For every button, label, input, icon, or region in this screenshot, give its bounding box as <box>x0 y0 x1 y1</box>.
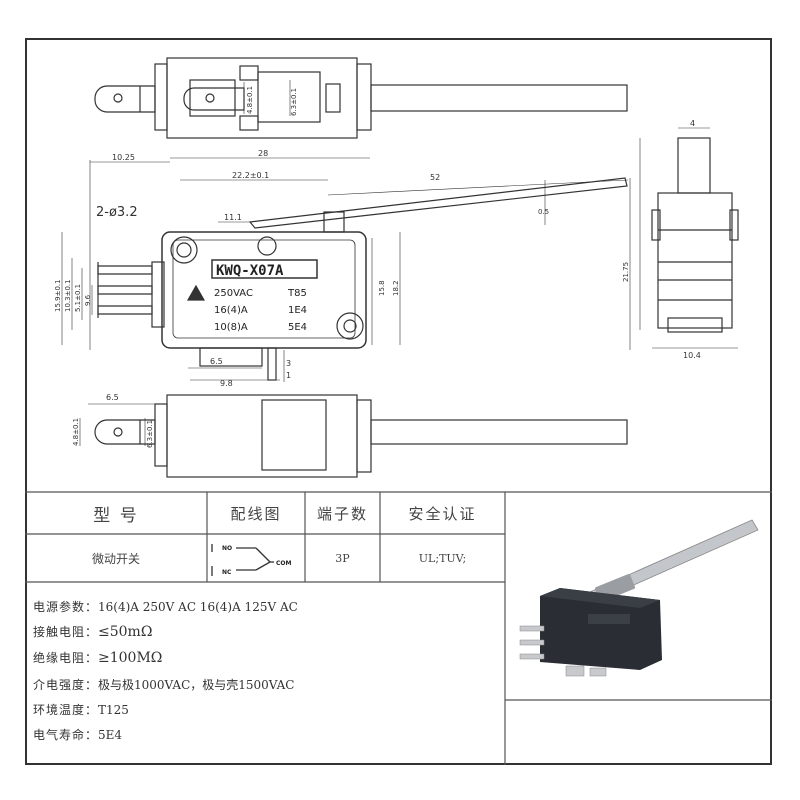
rating-5e4: 5E4 <box>288 322 307 333</box>
dim-1: 1 <box>286 371 291 380</box>
front-view <box>97 177 628 381</box>
rating-10a: 10(8)A <box>214 322 248 333</box>
dim-6-5-mid: 6.5 <box>210 357 223 366</box>
hole-label: 2-ø3.2 <box>96 205 138 220</box>
spec-power: 电源参数：16(4)A 250V AC 16(4)A 125V AC <box>33 600 298 614</box>
top-view <box>94 57 628 139</box>
dim-5-1: 5.1±0.1 <box>74 284 82 312</box>
spec-electrical-life: 电气寿命：5E4 <box>33 728 123 742</box>
dim-9-6: 9.6 <box>84 294 92 306</box>
product-photo <box>519 519 759 677</box>
bottom-view <box>79 394 628 478</box>
wiring-nc-label: NC <box>222 569 232 576</box>
side-view <box>639 127 739 349</box>
dim-6-3-top: 6.3±0.1 <box>290 88 298 116</box>
rating-1e4: 1E4 <box>288 305 307 316</box>
spec-ambient-temperature: 环境温度：T125 <box>33 703 129 717</box>
dim-10-25: 10.25 <box>112 153 135 162</box>
dim-22-2: 22.2±0.1 <box>232 171 269 180</box>
cell-cert-value: UL;TUV; <box>418 551 467 565</box>
wiring-com-label: COM <box>276 560 292 567</box>
drawing-frame <box>25 38 772 765</box>
dim-21-75: 21.75 <box>622 262 630 282</box>
spec-contact-resistance: 接触电阻：≤50mΩ <box>33 624 153 640</box>
wiring-diagram <box>211 544 274 576</box>
rating-t85: T85 <box>287 288 307 299</box>
rating-16a: 16(4)A <box>214 305 248 316</box>
header-wiring: 配线图 <box>230 504 282 523</box>
dim-18-2: 18.2 <box>392 280 400 296</box>
model-label: KWQ-X07A <box>216 263 284 279</box>
switch-body <box>540 588 662 670</box>
cell-model-value: 微动开关 <box>91 551 140 566</box>
dim-28: 28 <box>258 149 268 158</box>
dim-4-8-top: 4.8±0.1 <box>246 86 254 114</box>
rating-250vac: 250VAC <box>214 288 253 299</box>
dim-4: 4 <box>690 119 695 128</box>
dim-9-8: 9.8 <box>220 379 233 388</box>
spec-table-grid <box>25 491 772 765</box>
dim-10-4: 10.4 <box>683 351 701 360</box>
header-certification: 安全认证 <box>408 504 477 523</box>
dim-15-8: 15.8 <box>378 280 386 296</box>
cell-terminals-value: 3P <box>335 551 350 565</box>
dim-3: 3 <box>286 359 291 368</box>
dim-0-5: 0.5 <box>538 208 549 216</box>
header-model: 型 号 <box>93 505 139 526</box>
dim-10-3: 10.3±0.1 <box>64 279 72 312</box>
header-terminals: 端子数 <box>316 504 368 523</box>
dim-15-9: 15.9±0.1 <box>54 279 62 312</box>
dim-11-1: 11.1 <box>224 213 242 222</box>
spec-dielectric-strength: 介电强度：极与极1000VAC，极与壳1500VAC <box>33 678 295 692</box>
dim-4-8-bot: 4.8±0.1 <box>72 418 80 446</box>
dim-6-3-bot: 6.3±0.1 <box>146 420 154 448</box>
wiring-no-label: NO <box>222 545 232 552</box>
dim-52: 52 <box>430 173 440 182</box>
front-dimension-lines <box>61 157 631 382</box>
spec-insulation-resistance: 绝缘电阻：≥100MΩ <box>33 650 163 666</box>
dim-6-5-bot: 6.5 <box>106 393 119 402</box>
